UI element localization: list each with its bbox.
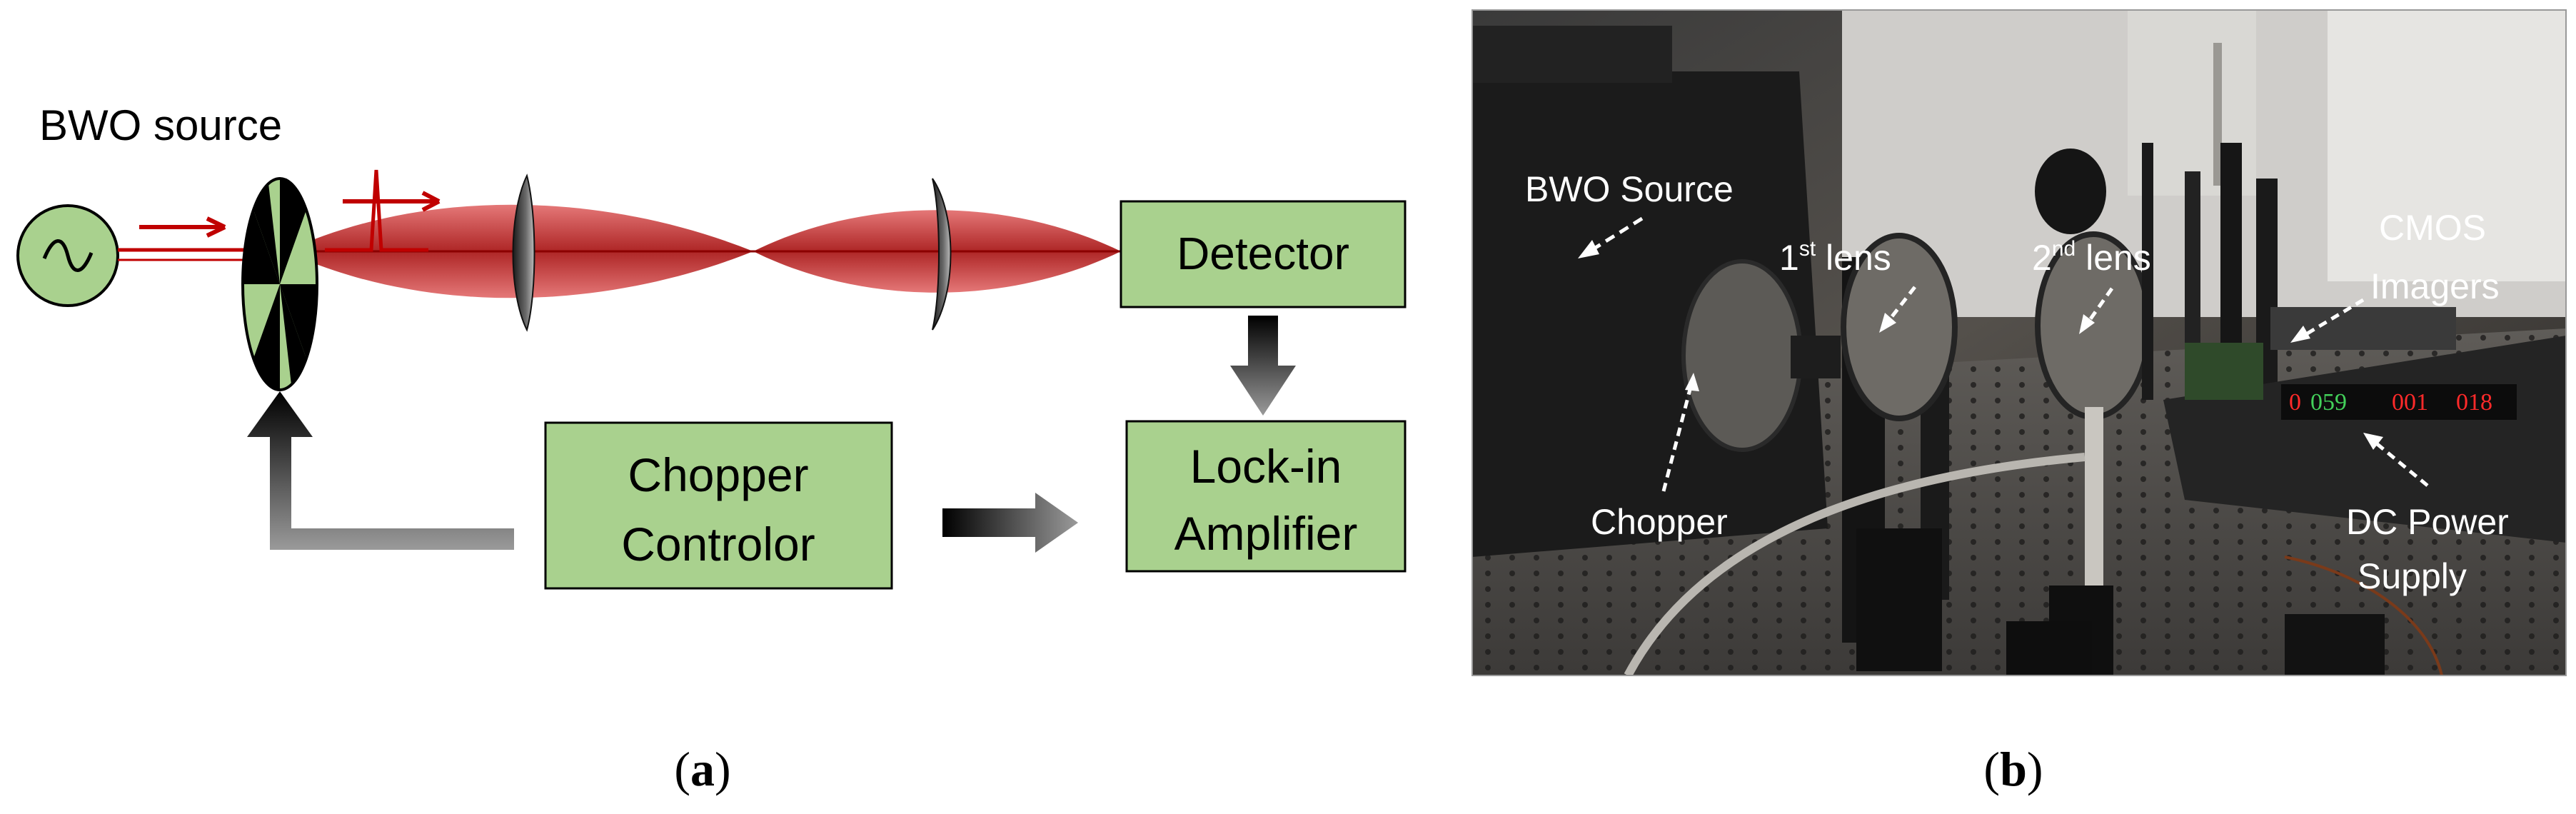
panel-a-caption: (a) (674, 742, 730, 796)
first-lens-pointer-arrow-icon (1883, 286, 1916, 327)
lens1-mount-shape (1841, 233, 1958, 421)
detector-label: Detector (1177, 228, 1349, 279)
lockin-amplifier-line2: Amplifier (1174, 507, 1358, 560)
photo-label-chopper: Chopper (1591, 502, 1728, 542)
pulse-marker-icon (325, 169, 441, 252)
lens-2-icon (932, 178, 952, 331)
display-readout-1: 0 (2289, 389, 2301, 416)
chopper-disc-shape (1681, 259, 1803, 452)
lockin-amplifier-line1: Lock-in (1190, 440, 1342, 493)
photo-label-dc-line1: DC Power (2346, 502, 2509, 542)
cmos-pointer-arrow-icon (2298, 298, 2365, 341)
chopper-controlor-line2: Controlor (621, 518, 815, 571)
lens-1-icon (512, 174, 535, 332)
controlor-to-lockin-arrow-icon (942, 493, 1078, 553)
ac-source-icon (16, 204, 119, 307)
display-readout-2: 059 (2310, 389, 2347, 416)
photo-label-dc-line2: Supply (2358, 556, 2467, 596)
controlor-to-chopper-arrow-icon (247, 391, 514, 550)
source-beam-arrow-icon (139, 216, 226, 238)
panel-a-schematic: BWO source (16, 101, 1407, 796)
chopper-wheel-icon (241, 177, 318, 391)
detector-box (1120, 200, 1407, 308)
photo-label-cmos-line1: CMOS (2379, 208, 2486, 248)
panel-b-caption: (b) (1983, 742, 2043, 796)
dc-pointer-arrow-icon (2369, 437, 2429, 487)
photo-label-cmos-line2: Imagers (2370, 266, 2500, 306)
detector-to-lockin-arrow-icon (1230, 316, 1296, 416)
photo-label-bwo-source: BWO Source (1525, 169, 1734, 209)
chopper-controlor-line1: Chopper (628, 448, 808, 501)
bwo-source-label: BWO source (39, 101, 282, 149)
panel-b-photo: 0 059 001 018 BWO Source 1st lens 2nd le… (1471, 9, 2567, 796)
chopper-pointer-arrow-icon (1661, 381, 1694, 492)
second-lens-pointer-arrow-icon (2083, 287, 2114, 328)
display-readout-3: 001 (2392, 389, 2428, 416)
photo-label-second-lens: 2nd lens (2032, 237, 2151, 278)
display-readout-4: 018 (2456, 389, 2492, 416)
chopper-controlor-box (544, 421, 893, 590)
lockin-amplifier-box (1125, 420, 1407, 573)
photo-label-first-lens: 1st lens (1779, 237, 1891, 278)
